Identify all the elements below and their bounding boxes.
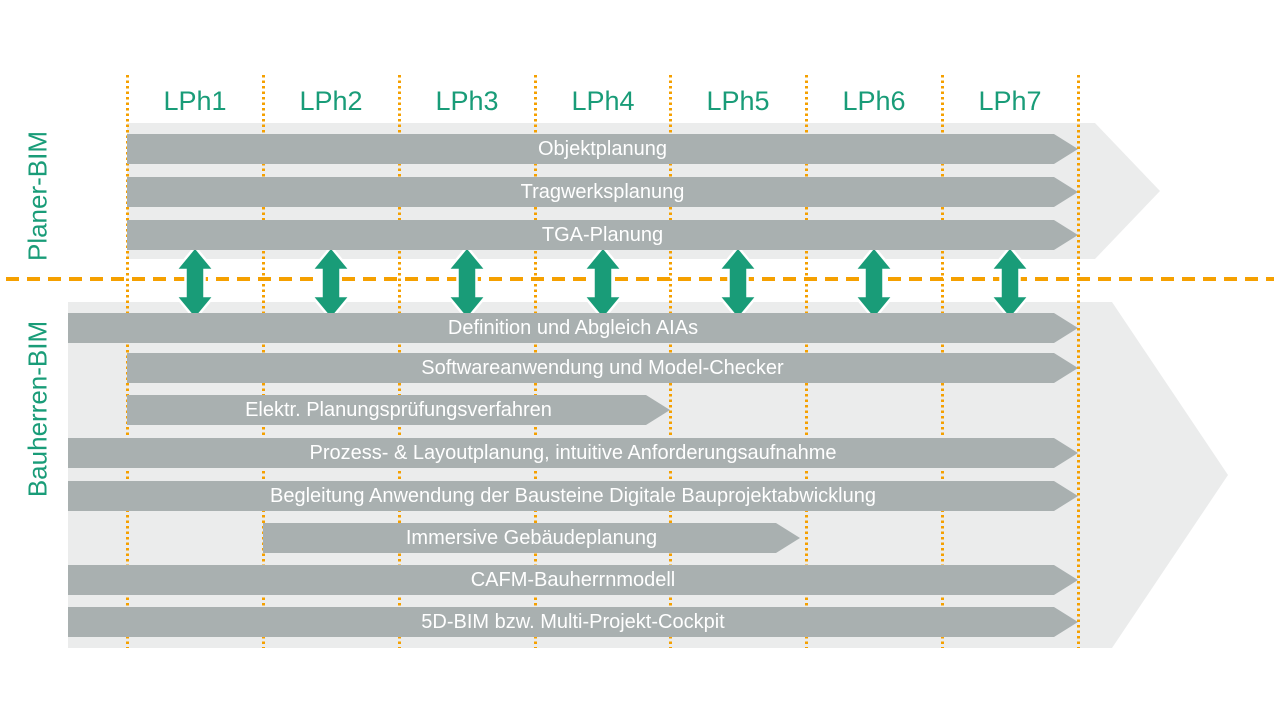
phase-header-lph4: LPh4 [571, 86, 635, 116]
phase-gridline-end [1077, 75, 1080, 648]
bar-definition-aias: Definition und Abgleich AIAs [68, 313, 1078, 343]
phase-header-lph5: LPh5 [706, 86, 770, 116]
phase-header-lph6: LPh6 [842, 86, 906, 116]
phase-header-lph2: LPh2 [299, 86, 363, 116]
bar-tragwerksplanung: Tragwerksplanung [127, 177, 1078, 207]
sync-arrow-icon [309, 245, 353, 321]
sync-arrow-icon [988, 245, 1032, 321]
bar-begleitung-bausteine: Begleitung Anwendung der Bausteine Digit… [68, 481, 1078, 511]
section-divider-line [6, 277, 1274, 281]
sync-arrow-icon [173, 245, 217, 321]
section-label-bauherren-bim: Bauherren-BIM [22, 320, 53, 498]
phase-header-lph1: LPh1 [163, 86, 227, 116]
sync-arrow-icon [445, 245, 489, 321]
bar-softwareanwendung: Softwareanwendung und Model-Checker [127, 353, 1078, 383]
bar-elektr-pruefverfahren: Elektr. Planungsprüfungsverfahren [127, 395, 670, 425]
phase-header-lph7: LPh7 [978, 86, 1042, 116]
section-label-planer-bim: Planer-BIM [22, 130, 53, 262]
sync-arrow-icon [716, 245, 760, 321]
bar-tga-planung: TGA-Planung [127, 220, 1078, 250]
sync-arrow-icon [581, 245, 625, 321]
bar-cafm-bauherrnmodell: CAFM-Bauherrnmodell [68, 565, 1078, 595]
phase-header-lph3: LPh3 [435, 86, 499, 116]
bar-prozess-layoutplanung: Prozess- & Layoutplanung, intuitive Anfo… [68, 438, 1078, 468]
bar-immersive-planung: Immersive Gebäudeplanung [263, 523, 800, 553]
bar-objektplanung: Objektplanung [127, 134, 1078, 164]
sync-arrow-icon [852, 245, 896, 321]
bar-5d-bim-cockpit: 5D-BIM bzw. Multi-Projekt-Cockpit [68, 607, 1078, 637]
